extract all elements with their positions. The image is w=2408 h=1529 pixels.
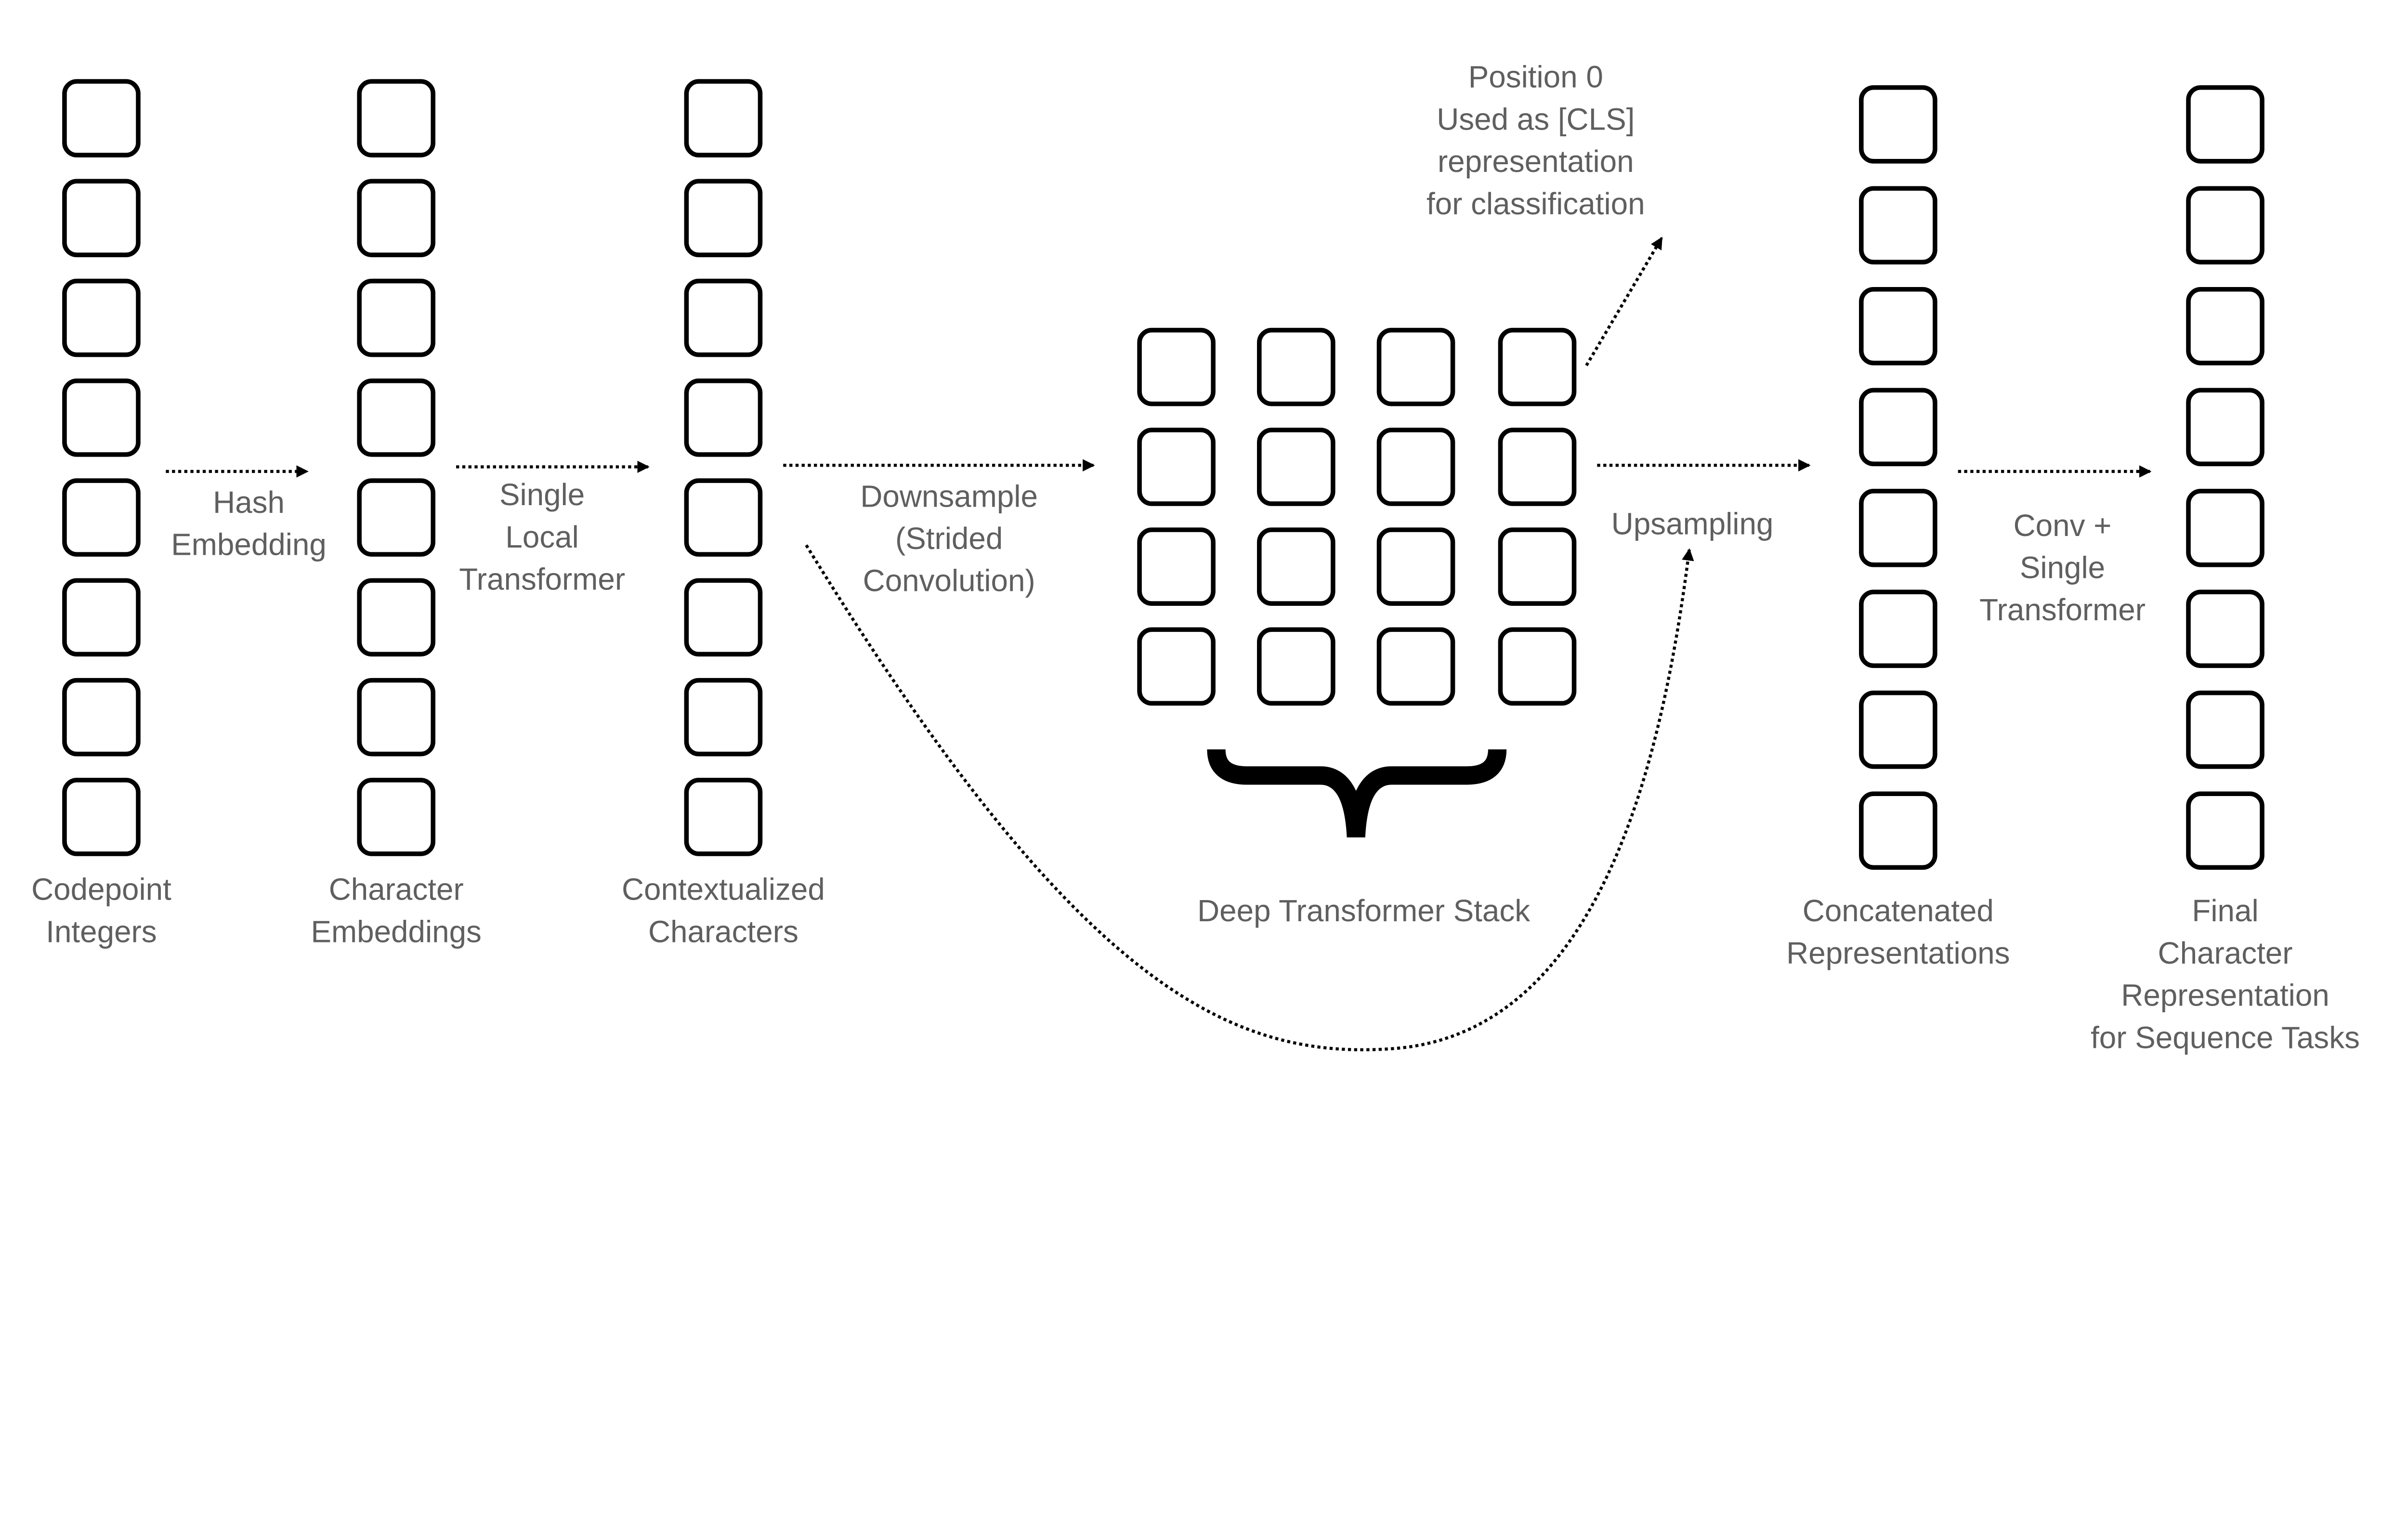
stack-cell <box>1137 527 1216 606</box>
stack-cell <box>1498 527 1577 606</box>
column-1-cell <box>62 778 141 856</box>
column-5-cell <box>2186 85 2264 164</box>
label-concatenated-representations: Concatenated <box>1803 893 1994 928</box>
label-character-embeddings: Character <box>329 872 464 907</box>
column-2-cell <box>357 678 436 757</box>
column-5-cell <box>2186 186 2264 265</box>
label-codepoint-integers: Codepoint <box>31 872 171 907</box>
column-3-cell <box>684 778 763 856</box>
stack-cell <box>1376 627 1455 706</box>
column-1-cell <box>62 478 141 557</box>
column-1-cell <box>62 678 141 757</box>
label-local-transformer: Local <box>505 520 578 554</box>
column-5-cell <box>2186 791 2264 870</box>
column-3-cell <box>684 179 763 258</box>
label-local-transformer: Single <box>499 477 585 512</box>
label-final-representation: for Sequence Tasks <box>2091 1020 2360 1055</box>
column-4-cell <box>1859 85 1937 164</box>
column-3-cell <box>684 79 763 157</box>
label-codepoint-integers: Integers <box>46 914 157 949</box>
label-contextualized-characters: Characters <box>648 914 798 949</box>
labels: CodepointIntegersCharacterEmbeddingsCont… <box>31 60 2360 1055</box>
column-1-cell <box>62 79 141 157</box>
column-2-cell <box>357 478 436 557</box>
column-3-cell <box>684 678 763 757</box>
column-5-cell <box>2186 287 2264 366</box>
stack-cell <box>1137 327 1216 406</box>
column-2-cell <box>357 79 436 157</box>
stack-cell <box>1257 627 1335 706</box>
label-cls-note: representation <box>1438 144 1634 179</box>
label-conv-transformer: Conv + <box>2014 508 2112 543</box>
brace-icon <box>1207 749 1507 837</box>
column-2-cell <box>357 578 436 657</box>
label-downsample: (Strided <box>895 521 1003 556</box>
label-final-representation: Final <box>2192 893 2258 928</box>
label-final-representation: Character <box>2158 936 2293 970</box>
column-1-cell <box>62 278 141 357</box>
label-hash-embedding: Hash <box>213 485 285 520</box>
label-concatenated-representations: Representations <box>1786 936 2010 970</box>
column-1-cell <box>62 179 141 258</box>
label-final-representation: Representation <box>2121 978 2329 1013</box>
column-2-cell <box>357 778 436 856</box>
label-character-embeddings: Embeddings <box>311 914 481 949</box>
column-1-cell <box>62 379 141 457</box>
label-cls-note: Position 0 <box>1468 60 1603 94</box>
stack-cell <box>1257 327 1335 406</box>
label-hash-embedding: Embedding <box>171 527 327 562</box>
column-5-cell <box>2186 488 2264 567</box>
stack-cell <box>1137 428 1216 506</box>
column-5-cell <box>2186 690 2264 769</box>
arrow-residual-skip <box>805 544 1694 1052</box>
label-contextualized-characters: Contextualized <box>622 872 825 907</box>
column-2-cell <box>357 278 436 357</box>
stack-cell <box>1376 327 1455 406</box>
label-upsampling: Upsampling <box>1611 507 1774 541</box>
column-4-cell <box>1859 791 1937 870</box>
stack-cell <box>1498 428 1577 506</box>
column-3-cell <box>684 478 763 557</box>
column-3-cell <box>684 278 763 357</box>
label-conv-transformer: Single <box>2020 550 2105 585</box>
stack-cell <box>1498 627 1577 706</box>
stack-cell <box>1257 428 1335 506</box>
stack-cell <box>1137 627 1216 706</box>
stack-cell <box>1257 527 1335 606</box>
column-5-cell <box>2186 589 2264 668</box>
column-4-cell <box>1859 186 1937 265</box>
cells <box>62 79 2264 870</box>
label-cls-note: for classification <box>1426 186 1645 221</box>
stack-cell <box>1498 327 1577 406</box>
arrow-cls <box>1585 236 1663 366</box>
column-5-cell <box>2186 388 2264 467</box>
column-1-cell <box>62 578 141 657</box>
column-4-cell <box>1859 388 1937 467</box>
column-2-cell <box>357 379 436 457</box>
stack-cell <box>1376 527 1455 606</box>
label-downsample: Downsample <box>860 479 1038 513</box>
stack-cell <box>1376 428 1455 506</box>
column-4-cell <box>1859 690 1937 769</box>
column-3-cell <box>684 379 763 457</box>
column-4-cell <box>1859 488 1937 567</box>
label-conv-transformer: Transformer <box>1979 592 2146 627</box>
column-4-cell <box>1859 287 1937 366</box>
column-2-cell <box>357 179 436 258</box>
column-3-cell <box>684 578 763 657</box>
label-deep-transformer-stack: Deep Transformer Stack <box>1197 893 1530 928</box>
label-cls-note: Used as [CLS] <box>1437 102 1635 136</box>
label-downsample: Convolution) <box>863 563 1035 598</box>
label-local-transformer: Transformer <box>459 562 625 596</box>
column-4-cell <box>1859 589 1937 668</box>
canine-architecture-diagram: CodepointIntegersCharacterEmbeddingsCont… <box>31 60 2360 1055</box>
